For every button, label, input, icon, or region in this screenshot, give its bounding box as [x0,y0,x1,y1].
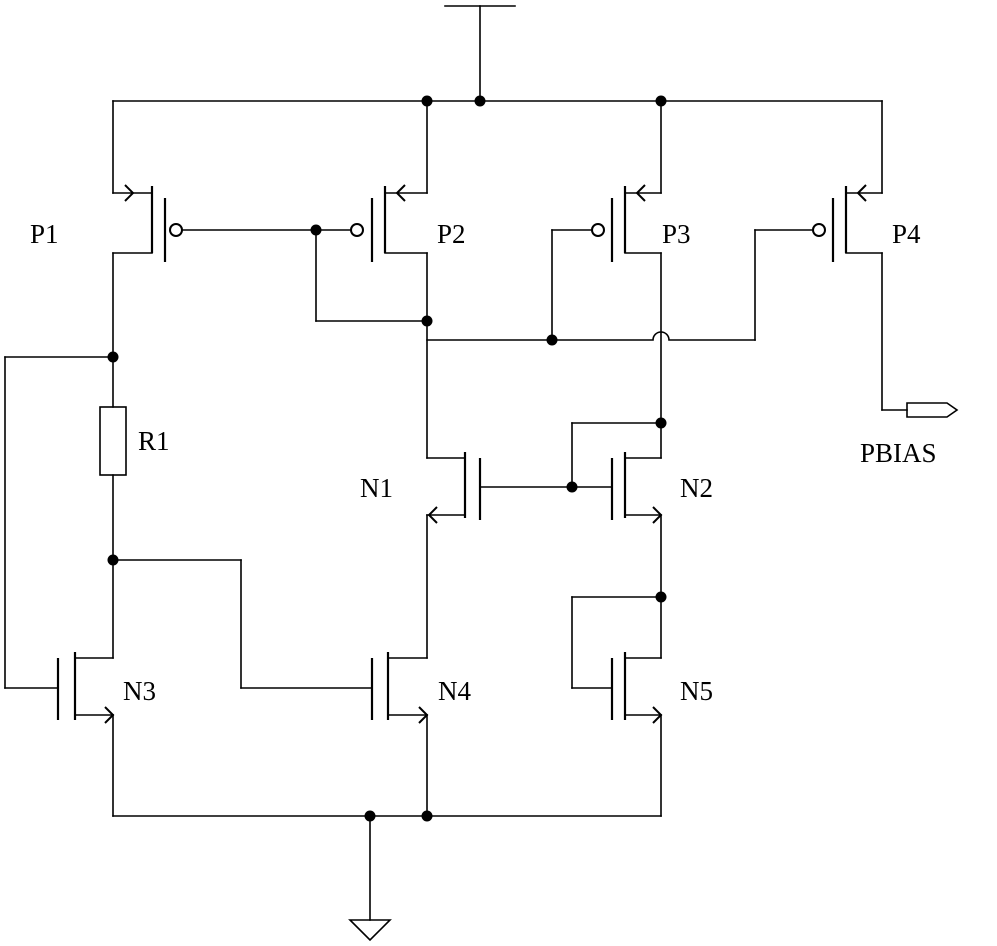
label-n5: N5 [680,676,713,706]
nmos-n2 [610,452,663,524]
n3-gate-feedback-wire [4,356,114,689]
label-p2: P2 [437,219,466,249]
pbias-gate-net [426,229,814,341]
pmos-p4 [812,100,883,262]
label-n3: N3 [123,676,156,706]
nmos-n3 [56,652,115,724]
n1-n2-gate-wire [479,422,662,488]
nmos-n4 [370,652,429,724]
pbias-output-port [906,402,959,418]
label-n2: N2 [680,473,713,503]
label-p1: P1 [30,219,59,249]
nmos-n1 [426,452,482,524]
pmos-p3 [591,100,662,262]
label-r1: R1 [138,426,170,456]
junction-dots [107,95,667,822]
label-pbias: PBIAS [860,438,937,468]
vdd-supply-symbol [444,5,516,102]
pmos-gate-net [181,229,428,322]
resistor-r1 [99,252,127,659]
ground-symbol [348,919,392,942]
pmos-p2 [350,100,428,262]
n4-gate-wire [112,559,373,689]
label-n4: N4 [438,676,471,706]
label-p4: P4 [892,219,921,249]
pbias-output-wire [881,252,908,411]
n2-source-wire [571,514,662,689]
ground-rail [112,714,662,921]
label-p3: P3 [662,219,691,249]
nmos-n5 [610,652,663,724]
label-n1: N1 [360,473,393,503]
pmos-p1 [112,100,183,262]
